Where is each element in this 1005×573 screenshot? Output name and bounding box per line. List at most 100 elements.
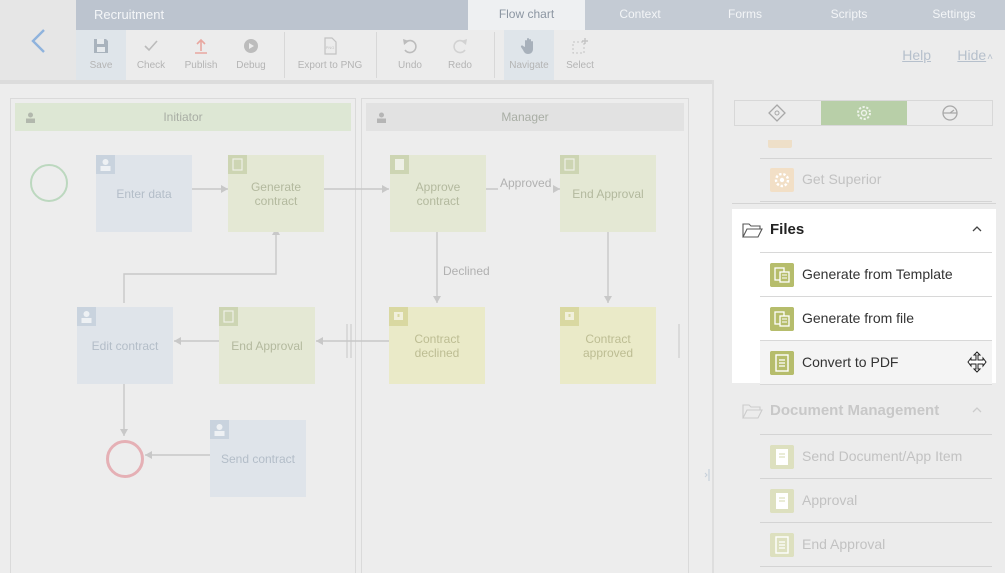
toolbar: Save Check Publish Debug PNG Export to P… xyxy=(76,30,1005,80)
task-contract-approved[interactable]: Contract approved xyxy=(560,307,656,384)
group-label: Document Management xyxy=(770,402,940,419)
save-icon xyxy=(94,39,108,53)
task-end-approval[interactable]: End Approval xyxy=(560,155,656,232)
divider xyxy=(760,434,992,435)
diagram-canvas[interactable]: Initiator Manager xyxy=(0,80,714,573)
divider xyxy=(732,203,996,204)
tab-forms[interactable]: Forms xyxy=(728,7,762,21)
task-label: Generate contract xyxy=(250,179,302,208)
start-event[interactable] xyxy=(30,164,68,202)
lane-title: Manager xyxy=(501,110,549,124)
task-enter-data[interactable]: Enter data xyxy=(96,155,192,232)
person-icon xyxy=(26,112,35,123)
document-icon xyxy=(770,533,794,557)
task-label: Contract declined xyxy=(414,331,460,360)
tab-flow-chart[interactable]: Flow chart xyxy=(468,0,585,30)
task-edit-contract[interactable]: Edit contract xyxy=(77,307,173,384)
navigate-button[interactable]: Navigate xyxy=(504,30,554,80)
task-label: Edit contract xyxy=(91,338,159,353)
partial-item-icon xyxy=(768,140,792,148)
export-label: Export to PNG xyxy=(297,60,363,71)
notification-icon xyxy=(560,307,579,326)
person-icon xyxy=(377,112,386,123)
publish-button[interactable]: Publish xyxy=(176,30,226,80)
user-task-icon xyxy=(96,155,115,174)
gear-icon xyxy=(857,106,871,120)
user-task-icon xyxy=(77,307,96,326)
redo-button[interactable]: Redo xyxy=(435,30,485,80)
divider xyxy=(760,158,992,159)
task-contract-declined[interactable]: Contract declined xyxy=(389,307,485,384)
select-icon xyxy=(572,38,588,54)
save-label: Save xyxy=(89,60,113,71)
panel-item-get-superior[interactable]: Get Superior xyxy=(760,158,992,202)
panel-tabs xyxy=(734,100,993,126)
folder-open-icon xyxy=(742,404,763,419)
panel-tab-settings[interactable] xyxy=(821,101,907,125)
task-label: Enter data xyxy=(116,186,172,201)
item-label: End Approval xyxy=(802,536,886,552)
debug-button[interactable]: Debug xyxy=(226,30,276,80)
tab-settings[interactable]: Settings xyxy=(932,7,976,21)
check-label: Check xyxy=(136,60,166,71)
toolbar-divider xyxy=(376,32,377,78)
chevron-up-icon: ˄ xyxy=(987,52,993,63)
task-end-approval-2[interactable]: End Approval xyxy=(219,307,315,384)
chevron-up-icon xyxy=(972,226,982,232)
move-cursor-icon xyxy=(967,351,987,373)
tab-bar: Flow chart Context Forms Scripts Setting… xyxy=(468,0,1005,30)
check-button[interactable]: Check xyxy=(126,30,176,80)
undo-button[interactable]: Undo xyxy=(385,30,435,80)
panel-item-approval[interactable]: Approval xyxy=(760,479,992,523)
approval-task-icon xyxy=(390,155,409,174)
group-label: Files xyxy=(770,221,805,238)
svg-text:PNG: PNG xyxy=(326,45,335,50)
toolbar-divider xyxy=(494,32,495,78)
panel-item-send-document[interactable]: Send Document/App Item xyxy=(760,435,992,479)
panel-item-convert-to-pdf[interactable]: Convert to PDF xyxy=(760,341,992,385)
folder-open-icon xyxy=(742,223,763,238)
debug-icon xyxy=(244,39,258,53)
panel-tab-elements[interactable] xyxy=(735,101,821,125)
task-label: Contract approved xyxy=(582,331,634,360)
tab-context[interactable]: Context xyxy=(619,7,661,21)
task-generate-contract[interactable]: Generate contract xyxy=(228,155,324,232)
user-task-icon xyxy=(210,420,229,439)
check-icon xyxy=(144,40,158,52)
select-label: Select xyxy=(566,60,594,71)
export-png-button[interactable]: PNG Export to PNG xyxy=(292,30,368,80)
png-file-icon: PNG xyxy=(324,37,337,55)
document-template-icon xyxy=(770,307,794,331)
back-arrow-icon[interactable] xyxy=(28,26,48,56)
files-group-header[interactable]: Files xyxy=(732,209,996,253)
lane-initiator: Initiator xyxy=(10,98,356,573)
document-template-icon xyxy=(770,263,794,287)
hide-label: Hide xyxy=(957,47,987,63)
help-link[interactable]: Help xyxy=(902,47,931,63)
task-approve-contract[interactable]: Approve contract xyxy=(390,155,486,232)
panel-item-generate-from-template[interactable]: Generate from Template xyxy=(760,253,992,297)
publish-label: Publish xyxy=(184,60,218,71)
files-group: Files Generate from Template Generate fr… xyxy=(732,209,996,385)
task-label: End Approval xyxy=(231,338,303,353)
publish-icon xyxy=(195,38,207,54)
document-icon xyxy=(770,445,794,469)
element-panel: Get Superior Files Generate from Templat… xyxy=(712,80,1005,573)
document-management-group-header[interactable]: Document Management xyxy=(732,390,996,434)
end-event[interactable] xyxy=(106,440,144,478)
document-icon xyxy=(770,489,794,513)
panel-item-generate-from-file[interactable]: Generate from file xyxy=(760,297,992,341)
tab-scripts[interactable]: Scripts xyxy=(830,7,868,21)
divider xyxy=(760,252,992,253)
item-label: Generate from file xyxy=(802,310,915,326)
task-send-contract[interactable]: Send contract xyxy=(210,420,306,497)
save-button[interactable]: Save xyxy=(76,30,126,80)
select-button[interactable]: Select xyxy=(555,30,605,80)
panel-tab-dashboard[interactable] xyxy=(907,101,993,125)
panel-item-end-approval[interactable]: End Approval xyxy=(760,523,992,567)
redo-icon xyxy=(453,39,467,54)
lane-header-manager: Manager xyxy=(366,103,684,131)
toolbar-divider xyxy=(284,32,285,78)
hide-link[interactable]: Hide˄ xyxy=(957,47,993,63)
debug-label: Debug xyxy=(236,60,266,71)
